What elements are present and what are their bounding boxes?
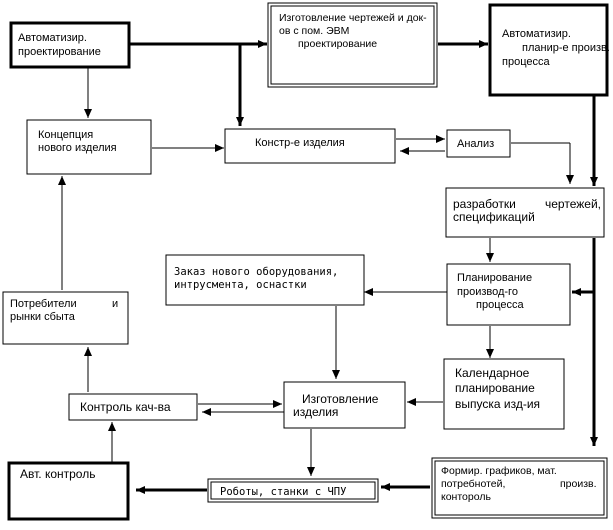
- box-quality-control: [68, 393, 198, 421]
- label-auto-planning-2: планир-е произв.: [522, 42, 610, 54]
- box-auto-control: [7, 461, 130, 521]
- label-consumers-2: и: [112, 298, 118, 310]
- boxes: [2, 2, 609, 521]
- box-consumers: [2, 291, 129, 345]
- label-consumers-3: рынки сбыта: [10, 311, 76, 323]
- box-manufacturing: [283, 381, 406, 429]
- label-prod-planning-2: производ-го: [457, 286, 518, 298]
- label-specs-3: спецификаций: [453, 210, 535, 224]
- label-prod-planning-1: Планирование: [457, 272, 532, 284]
- label-prod-planning-3: процесса: [476, 299, 524, 311]
- label-consumers-1: Потребители: [10, 298, 77, 310]
- label-drawings-ecm-3: проектирование: [298, 38, 377, 50]
- label-specs-2: чертежей,: [545, 197, 601, 211]
- connectors: [58, 40, 598, 494]
- label-order-2: интрусмента, оснастки: [174, 279, 307, 291]
- label-concept-1: Концепция: [38, 129, 93, 141]
- box-drawings-ecm: [267, 2, 438, 88]
- label-analysis: Анализ: [457, 138, 494, 150]
- box-concept: [26, 119, 152, 175]
- label-schedules-2: потребнотей,: [441, 478, 505, 490]
- box-auto-planning: [488, 3, 609, 97]
- label-concept-2: нового изделия: [38, 142, 117, 154]
- label-auto-control: Авт. контроль: [20, 467, 95, 481]
- box-schedules: [431, 457, 608, 519]
- box-order-equipment: [165, 254, 365, 306]
- label-drawings-ecm-1: Изготовление чертежей и док-: [279, 12, 427, 24]
- label-construction: Констр-е изделия: [255, 137, 345, 149]
- label-specs-1: разработки: [453, 197, 516, 211]
- label-calendar-2: планирование: [455, 381, 535, 395]
- box-analysis: [446, 129, 511, 158]
- label-manufacturing-2: изделия: [293, 405, 338, 419]
- label-robots: Роботы, станки с ЧПУ: [220, 486, 346, 498]
- label-schedules-4: контороль: [441, 491, 491, 503]
- label-auto-planning-3: процесса: [502, 56, 550, 68]
- box-robots: [207, 478, 379, 503]
- box-drawings-specs: [445, 187, 605, 238]
- label-auto-planning-1: Автоматизир.: [502, 28, 571, 40]
- label-order-1: Заказ нового оборудования,: [174, 266, 338, 278]
- box-calendar-planning: [443, 358, 565, 430]
- label-auto-design-1: Автоматизир.: [18, 32, 87, 44]
- label-drawings-ecm-2: ов с пом. ЭВМ: [279, 25, 349, 37]
- label-schedules-1: Формир. графиков, мат.: [441, 465, 557, 477]
- box-auto-design: [9, 21, 131, 69]
- labels: Автоматизир. проектирование Изготовление…: [10, 12, 610, 503]
- label-calendar-3: выпуска изд-ия: [455, 397, 540, 411]
- label-manufacturing-1: Изготовление: [302, 392, 379, 406]
- label-calendar-1: Календарное: [455, 366, 530, 380]
- box-production-planning: [446, 263, 571, 326]
- box-construction: [224, 128, 396, 164]
- label-schedules-3: произв.: [560, 478, 597, 490]
- label-quality: Контроль кач-ва: [80, 400, 171, 414]
- label-auto-design-2: проектирование: [18, 46, 101, 58]
